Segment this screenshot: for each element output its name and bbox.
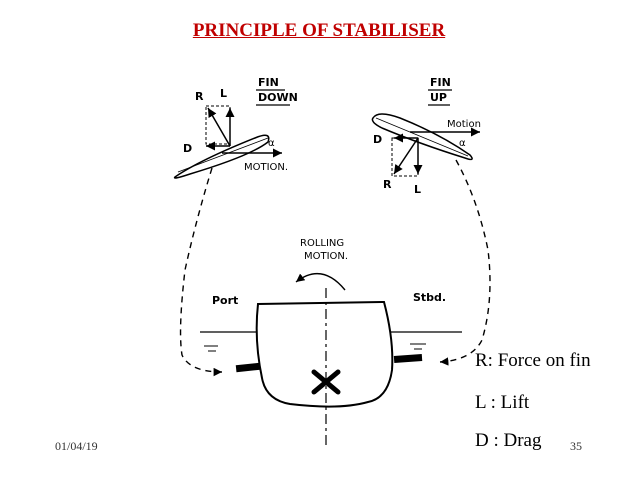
slide-title: PRINCIPLE OF STABILISER xyxy=(192,20,446,41)
fin-down-foil xyxy=(173,134,270,179)
rolling-label-2: MOTION. xyxy=(304,251,348,262)
fin-up-force-arrow xyxy=(393,137,419,175)
page-number: 35 xyxy=(570,439,582,453)
fin-up-chord xyxy=(375,117,469,157)
fin-down-heading-1: FIN xyxy=(258,76,279,89)
rolling-arrow xyxy=(295,273,346,291)
fin-down-motion-label: MOTION. xyxy=(244,162,288,173)
legend-drag: D : Drag xyxy=(475,430,542,451)
port-connector-dashed xyxy=(179,167,223,377)
hull-outline xyxy=(255,300,394,408)
rolling-label-1: ROLLING xyxy=(300,238,344,249)
fin-up-heading-1: FIN xyxy=(430,76,451,89)
stbd-connector-dashed xyxy=(439,159,491,366)
fin-up-heading-2: UP xyxy=(430,91,447,104)
fin-down-label-r: R xyxy=(195,90,204,103)
fin-up-motion-label: Motion xyxy=(447,119,481,130)
rolling-motion: ROLLING MOTION. xyxy=(295,238,348,291)
fin-down-diagram: FIN DOWN R L D α MOTION. xyxy=(173,76,298,179)
port-label: Port xyxy=(212,294,238,307)
fin-up-diagram: FIN UP D R L α Motion xyxy=(371,76,481,196)
fin-down-chord xyxy=(177,137,269,173)
fin-up-label-l: L xyxy=(414,183,421,196)
stbd-fin xyxy=(393,354,423,363)
fin-down-label-l: L xyxy=(220,87,227,100)
fin-up-label-r: R xyxy=(383,178,392,191)
fin-up-foil xyxy=(371,113,473,161)
fin-down-alpha: α xyxy=(268,138,275,149)
legend-force: R: Force on fin xyxy=(475,350,591,371)
slide-date: 01/04/19 xyxy=(55,439,98,453)
fin-up-alpha: α xyxy=(459,138,466,149)
stbd-label: Stbd. xyxy=(413,291,446,304)
fin-down-force-arrow xyxy=(207,107,231,147)
port-fin xyxy=(235,362,261,373)
fin-down-label-d: D xyxy=(183,142,192,155)
cg-mark-b xyxy=(311,369,341,395)
fin-up-label-d: D xyxy=(373,133,382,146)
ship-hull xyxy=(200,288,462,448)
fin-down-heading-2: DOWN xyxy=(258,91,298,104)
legend-lift: L : Lift xyxy=(475,392,530,413)
